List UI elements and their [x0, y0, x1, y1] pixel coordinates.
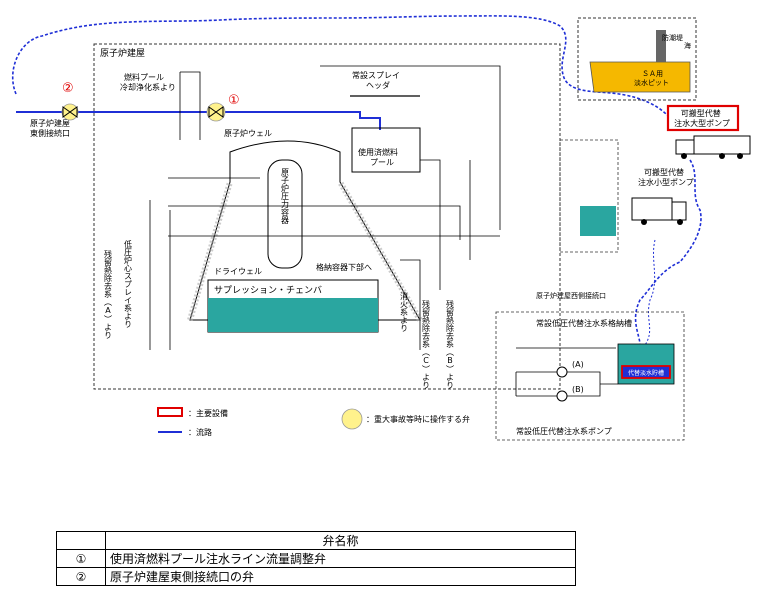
- spray-header-label: 常設スプレイ ヘッダ: [352, 70, 403, 90]
- small-pump-line1: 可搬型代替: [644, 167, 684, 177]
- lpci-label: 低圧炉心スプレイ系より: [124, 239, 133, 328]
- lowpress-pipes: [515, 347, 618, 397]
- pump-b-icon: [556, 390, 568, 402]
- table-header-row: 弁名称: [56, 531, 576, 550]
- table-row-2-name: 原子炉建屋東側接続口の弁: [105, 567, 576, 586]
- east-port-label: 原子炉建屋 東側接続口: [30, 118, 73, 138]
- rpv-vessel: [267, 159, 303, 269]
- valve-1-icon: [208, 106, 224, 118]
- table-row-1-name: 使用済燃料プール注水ライン流量調整弁: [105, 549, 576, 568]
- pump-b-label: (B): [572, 385, 584, 394]
- spray-line1: 常設スプレイ: [352, 70, 400, 80]
- hose-line: [11, 15, 677, 126]
- legend-main-equipment-label: ：主要設備: [188, 408, 228, 418]
- west-tank-water: [580, 206, 616, 236]
- valve-name-table: 弁名称 ① 使用済燃料プール注水ライン流量調整弁 ② 原子炉建屋東側接続口の弁: [56, 531, 576, 586]
- sa-pit-line1: ＳＡ用: [642, 70, 663, 78]
- containment-outline: [189, 140, 421, 321]
- suppression-water: [208, 298, 378, 332]
- fpc-line1: 燃料プール: [124, 72, 164, 82]
- large-pump-line2: 注水大型ポンプ: [674, 118, 730, 128]
- sa-pit-label: ＳＡ用 淡水ピット: [634, 70, 669, 87]
- lowpress-room: [495, 311, 685, 441]
- storage-tank-label: 代替淡水貯槽: [628, 369, 664, 377]
- table-row-1-no: ①: [56, 549, 106, 568]
- legend-main-equipment-swatch: [157, 407, 183, 417]
- rpv-label: 原子炉圧力容器: [281, 168, 290, 225]
- east-port-line2: 東側接続口: [30, 128, 70, 138]
- reactor-building-label: 原子炉建屋: [100, 47, 145, 59]
- fpc-pipe: [179, 71, 201, 140]
- valve-1-marker: ①: [228, 93, 240, 108]
- hose-line-right: [634, 159, 702, 346]
- table-row: ② 原子炉建屋東側接続口の弁: [56, 567, 576, 586]
- valve-2-icon: [62, 106, 78, 118]
- seawall-shape: [656, 30, 666, 62]
- suppression-label: サプレッション・チェンバ: [214, 285, 322, 296]
- internal-pipe-1: [149, 177, 500, 350]
- rhr-a-label: 残留熱除去系（A）より: [104, 249, 113, 339]
- legend-valve-label: ：重大事故等時に操作する弁: [366, 414, 470, 424]
- hose-line-small: [644, 239, 656, 346]
- spray-line2: ヘッダ: [366, 80, 390, 90]
- rhr-b-label: 残留熱除去系（B）より: [446, 299, 455, 389]
- sea-label: 海: [684, 41, 691, 50]
- storage-tank-label-box: [621, 365, 671, 379]
- east-port-line1: 原子炉建屋: [30, 118, 70, 128]
- rhr-c-label: 残留熱除去系（C）より: [422, 299, 431, 389]
- pedestal-label: 格納容器下部へ: [316, 262, 372, 272]
- large-pump-label-box: [666, 104, 740, 132]
- large-pump-truck-icon: [675, 135, 751, 159]
- seawall-label: 防潮堤: [662, 33, 683, 42]
- pump-a-label: (A): [572, 360, 584, 369]
- containment-hatch: [187, 180, 423, 322]
- internal-pipe-2: [400, 159, 471, 350]
- fuel-pool-cooling-label: 燃料プール 冷却浄化系より: [120, 72, 176, 92]
- large-pump-line1: 可搬型代替: [681, 108, 721, 118]
- legend-valve-swatch: [341, 408, 363, 430]
- small-pump-truck-icon: [631, 197, 687, 225]
- sfp-line2: プール: [370, 158, 394, 167]
- lowpress-room-label: 常設低圧代替注水系格納槽: [536, 318, 632, 328]
- sfp-label: 使用済燃料 プール: [358, 147, 401, 167]
- fpc-line2: 冷却浄化系より: [120, 82, 176, 92]
- table-row: ① 使用済燃料プール注水ライン流量調整弁: [56, 549, 576, 568]
- west-port-label: 原子炉建屋西側接続口: [536, 291, 606, 300]
- sa-pit-shape: [589, 61, 691, 93]
- large-pump-label: 可搬型代替 注水大型ポンプ: [674, 108, 730, 128]
- spent-fuel-pool: [351, 127, 421, 173]
- fire-protection-label: 消火系より: [400, 291, 409, 332]
- small-pump-line2: 注水小型ポンプ: [638, 177, 694, 187]
- pump-a-icon: [556, 366, 568, 378]
- drywell-label: ドライウェル: [214, 267, 262, 276]
- table-row-2-no: ②: [56, 567, 106, 586]
- sa-pit-line2: 淡水ピット: [634, 78, 669, 87]
- table-header-name-cell: 弁名称: [105, 531, 576, 550]
- small-pump-label: 可搬型代替 注水小型ポンプ: [638, 167, 694, 187]
- reactor-building-boundary: [93, 43, 561, 390]
- valve-2-marker: ②: [62, 81, 74, 96]
- legend-flow-label: ：流路: [188, 427, 212, 437]
- reactor-well-label: 原子炉ウェル: [224, 128, 272, 138]
- table-header-no-cell: [56, 531, 106, 550]
- sfp-line1: 使用済燃料: [358, 147, 398, 157]
- flow-line-main: [16, 111, 381, 130]
- lowpress-pump-label: 常設低圧代替注水系ポンプ: [516, 426, 612, 436]
- spray-upper-pipe: [320, 65, 501, 230]
- system-diagram: 原子炉建屋 原子炉建屋 東側接続口 ② ① 燃料プール 冷却浄化系より 原子炉ウ…: [11, 15, 751, 441]
